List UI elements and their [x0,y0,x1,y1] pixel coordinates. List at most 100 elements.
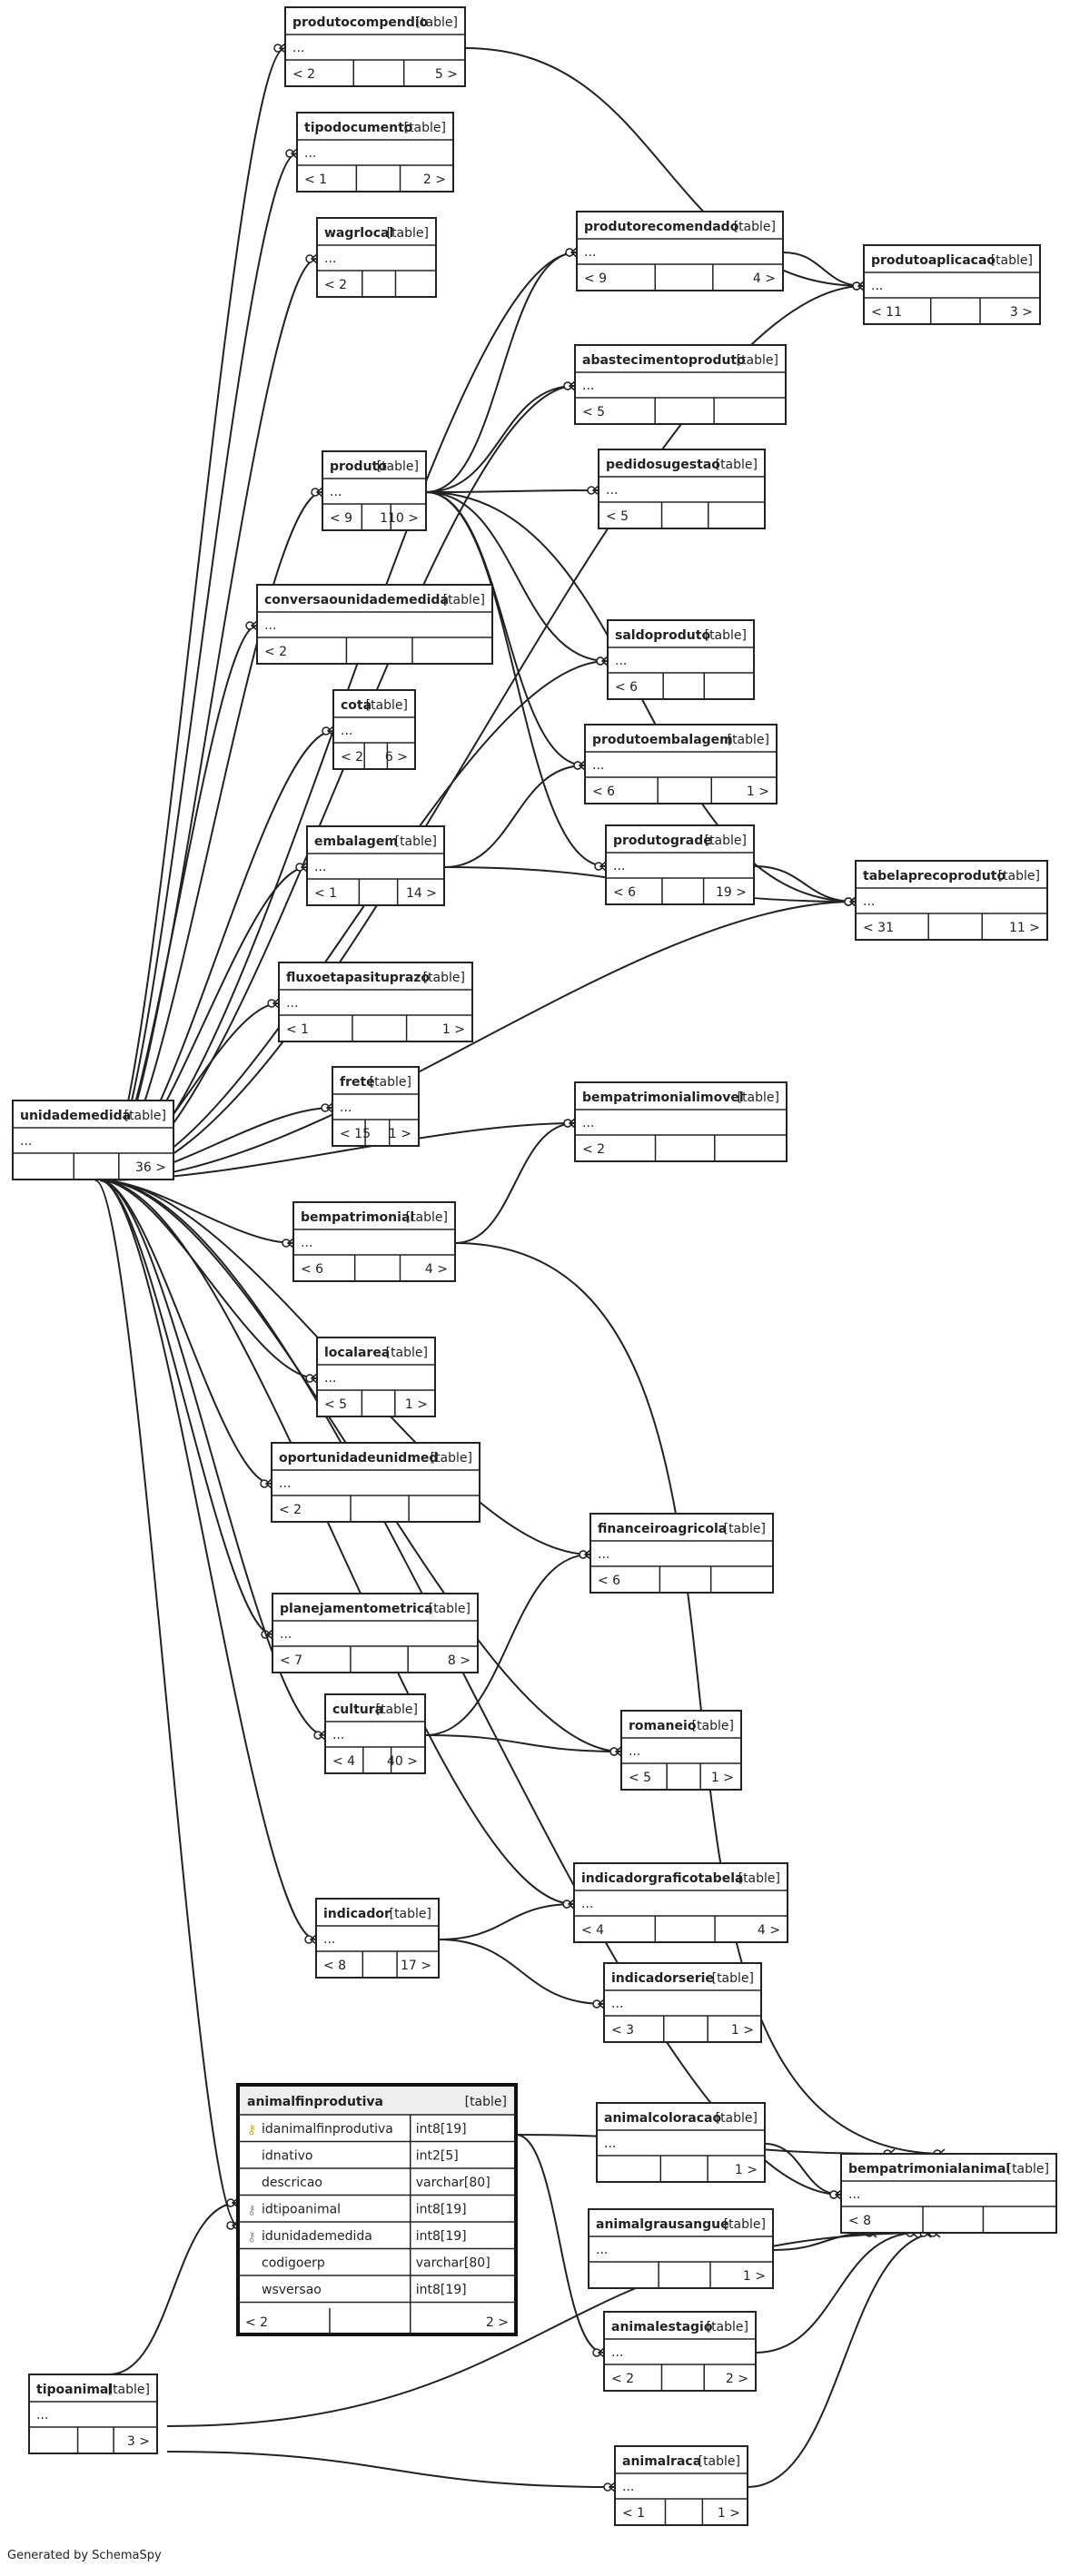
edge-animalcoloracao-bempatrimonialanimal [764,2143,842,2196]
column-ellipsis: ... [340,1100,352,1115]
column-ellipsis: ... [582,379,594,393]
table-animalcoloracao[interactable]: animalcoloracao[table]...1 > [596,2102,766,2183]
crowfoot-arrow [848,896,857,907]
parent-count: < 2 [264,645,287,659]
child-count: 1 > [735,2163,758,2177]
crowfoot-marker [295,863,304,872]
table-conversaounidademedida[interactable]: conversaounidademedida[table]...< 2 [256,584,493,665]
edge-produto-pedidosugestao [425,489,599,493]
table-animalfinprodutiva[interactable]: animalfinprodutiva[table]⚷idanimalfinpro… [236,2083,518,2336]
crowfoot-marker [609,1747,619,1756]
crowfoot-arrow [315,487,323,498]
crowfoot-arrow [834,2189,842,2200]
crowfoot-arrow [309,1934,317,1945]
edge-produtograde-tabelaprecoproduto [753,865,857,903]
table-abastecimentoproduto[interactable]: abastecimentoproduto[table]...< 5 [574,344,787,425]
column-ellipsis: ... [324,252,336,266]
crowfoot-marker [852,281,861,291]
crowfoot-arrow [597,2347,605,2358]
crowfoot-marker [305,1374,314,1383]
table-name: produtocompendio [292,15,429,30]
table-bempatrimonialanimal[interactable]: bempatrimonialanimal[table]...< 8 [840,2153,1057,2234]
column-ellipsis: ... [615,654,627,668]
table-oportunidadeunidmed[interactable]: oportunidadeunidmed[table]...< 2 [271,1442,481,1523]
table-type-label: [table] [738,1871,780,1886]
table-type-label: [table] [998,869,1040,883]
crowfoot-arrow [290,148,298,159]
column-ellipsis: ... [332,1728,344,1742]
table-wagrlocal[interactable]: wagrlocal[table]... < 2 [316,217,437,298]
crowfoot-marker [829,2190,838,2199]
child-count: 1 > [405,1397,428,1412]
crowfoot-marker [322,726,331,735]
column-ellipsis: ... [582,1116,594,1130]
parent-count: < 2 [324,278,347,292]
table-type-label: [table] [124,1109,166,1123]
parent-count: < 2 [611,2372,634,2386]
crowfoot-arrow [310,253,318,264]
child-count: 5 > [435,67,458,82]
parent-count: < 5 [324,1397,347,1412]
table-unidademedida[interactable]: unidademedida[table]...36 > [12,1100,174,1180]
column-name: wsversao [262,2283,322,2297]
relationship-lines [94,43,946,2492]
table-saldoproduto[interactable]: saldoproduto[table]...< 6 [607,619,755,700]
edge-indicador-indicadorgraficotabela [438,1903,575,1940]
child-count: 3 > [127,2434,150,2449]
crowfoot-arrow [325,1102,333,1113]
table-name: animalestagio [611,2320,713,2334]
table-pedidosugestao[interactable]: pedidosugestao[table]...< 5 [598,449,766,529]
parent-count: < 1 [304,173,327,187]
table-animalgrausangue[interactable]: animalgrausangue[table]...1 > [588,2208,774,2289]
parent-count: < 4 [332,1754,355,1769]
column-ellipsis: ... [292,41,304,55]
edge-bempatrimonial-bempatrimonialanimal [454,1242,946,2155]
crowfoot-marker [285,149,294,158]
parent-count: < 8 [323,1959,346,1973]
table-bempatrimonialimovel[interactable]: bempatrimonialimovel[table]...< 2 [574,1081,788,1162]
table-type-label: [table] [431,1451,472,1466]
table-tipoanimal[interactable]: tipoanimal[table]...3 > [28,2374,158,2454]
column-type: int8[19] [416,2203,467,2217]
table-type-label: [table] [707,2320,748,2334]
table-name: animalgrausangue [596,2217,729,2232]
table-name: tipoanimal [36,2383,113,2397]
child-count: 6 > [385,750,408,765]
table-financeiroagricola[interactable]: financeiroagricola[table]...< 6 [589,1513,774,1594]
column-ellipsis: ... [871,279,883,293]
column-ellipsis: ... [280,1627,292,1642]
table-type-label: [table] [387,226,429,241]
crowfoot-marker [321,1103,330,1112]
table-name: bempatrimonialimovel [582,1091,744,1105]
edge-produtorecomendado-produtoaplicacao [782,252,865,287]
edge-unidademedida-localarea [99,1179,318,1379]
table-name: wagrlocal [324,226,393,241]
edge-unidademedida-cultura [99,1179,326,1736]
parent-count: < 6 [615,680,638,695]
column-ellipsis: ... [604,2137,616,2151]
column-ellipsis: ... [584,245,596,260]
